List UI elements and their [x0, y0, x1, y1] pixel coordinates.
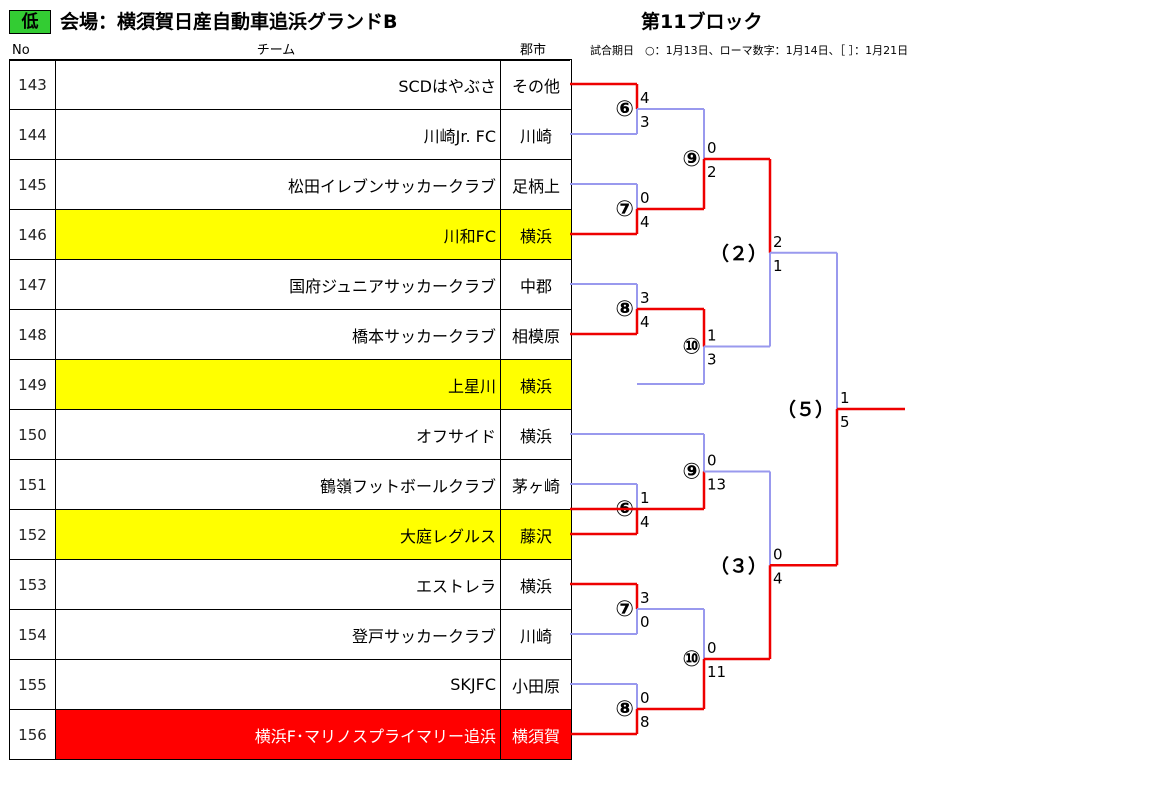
score-bottom: 1 — [773, 257, 783, 275]
block-title: 第11ブロック — [641, 11, 763, 33]
venue-title: 会場：横須賀日産自動車追浜グランドB — [60, 11, 398, 33]
score-bottom: 8 — [640, 713, 650, 731]
team-region: 茅ヶ崎 — [500, 459, 572, 510]
match-label: ⑩ — [682, 335, 701, 360]
score-top: 3 — [640, 289, 650, 307]
score-bottom: 4 — [773, 569, 783, 587]
team-name: 登戸サッカークラブ — [55, 609, 501, 660]
score-top: 2 — [773, 233, 783, 251]
score-top: 0 — [707, 639, 717, 657]
match-label: ⑧ — [615, 297, 634, 322]
team-number: 143 — [9, 59, 56, 110]
team-number: 156 — [9, 709, 56, 760]
column-header-team: チーム — [256, 43, 296, 58]
match-date-legend: 試合期日 ○：1月13日、ローマ数字：1月14日、［ ］：1月21日 — [590, 44, 909, 57]
team-name: 鶴嶺フットボールクラブ — [55, 459, 501, 510]
score-bottom: 3 — [640, 113, 650, 131]
score-top: 0 — [707, 139, 717, 157]
match-label: ⑨ — [682, 460, 701, 485]
team-region: 横浜 — [500, 359, 572, 410]
team-region: 横須賀 — [500, 709, 572, 760]
team-name: 国府ジュニアサッカークラブ — [55, 259, 501, 310]
team-region: 川崎 — [500, 609, 572, 660]
team-name: 川和FC — [55, 209, 501, 260]
match-label: ⑥ — [615, 97, 634, 122]
score-top: 3 — [640, 589, 650, 607]
score-top: 4 — [640, 89, 650, 107]
score-top: 1 — [707, 327, 717, 345]
column-header-no: No — [12, 43, 30, 58]
team-number: 144 — [9, 109, 56, 160]
match-label: ⑨ — [682, 147, 701, 172]
score-top: 1 — [640, 489, 650, 507]
team-number: 149 — [9, 359, 56, 410]
match-label: （５） — [777, 398, 834, 421]
team-name: 上星川 — [55, 359, 501, 410]
team-name: 松田イレブンサッカークラブ — [55, 159, 501, 210]
team-region: 横浜 — [500, 209, 572, 260]
team-number: 151 — [9, 459, 56, 510]
match-label: （３） — [710, 554, 767, 577]
score-top: 0 — [773, 545, 783, 563]
team-number: 145 — [9, 159, 56, 210]
team-number: 154 — [9, 609, 56, 660]
team-name: オフサイド — [55, 409, 501, 460]
team-name: 大庭レグルス — [55, 509, 501, 560]
score-top: 0 — [640, 189, 650, 207]
score-bottom: 4 — [640, 313, 650, 331]
score-bottom: 3 — [707, 351, 717, 369]
score-bottom: 0 — [640, 613, 650, 631]
score-top: 1 — [840, 389, 850, 407]
score-bottom: 11 — [707, 663, 726, 681]
score-top: 0 — [640, 689, 650, 707]
team-region: 中郡 — [500, 259, 572, 310]
team-number: 150 — [9, 409, 56, 460]
match-label: ⑦ — [615, 597, 634, 622]
team-region: 横浜 — [500, 409, 572, 460]
match-label: ⑦ — [615, 197, 634, 222]
score-bottom: 2 — [707, 163, 717, 181]
score-top: 0 — [707, 452, 717, 470]
score-bottom: 13 — [707, 476, 726, 494]
team-number: 148 — [9, 309, 56, 360]
score-bottom: 4 — [640, 513, 650, 531]
match-label: ⑧ — [615, 697, 634, 722]
match-label: ⑩ — [682, 647, 701, 672]
team-region: 藤沢 — [500, 509, 572, 560]
team-region: 相模原 — [500, 309, 572, 360]
score-bottom: 5 — [840, 413, 850, 431]
team-name: 横浜F･マリノスプライマリー追浜 — [55, 709, 501, 760]
team-region: 小田原 — [500, 659, 572, 710]
column-header-region: 郡市 — [519, 43, 546, 58]
team-name: エストレラ — [55, 559, 501, 610]
score-bottom: 4 — [640, 213, 650, 231]
category-badge: 低 — [9, 10, 51, 34]
match-label: （２） — [710, 242, 767, 265]
